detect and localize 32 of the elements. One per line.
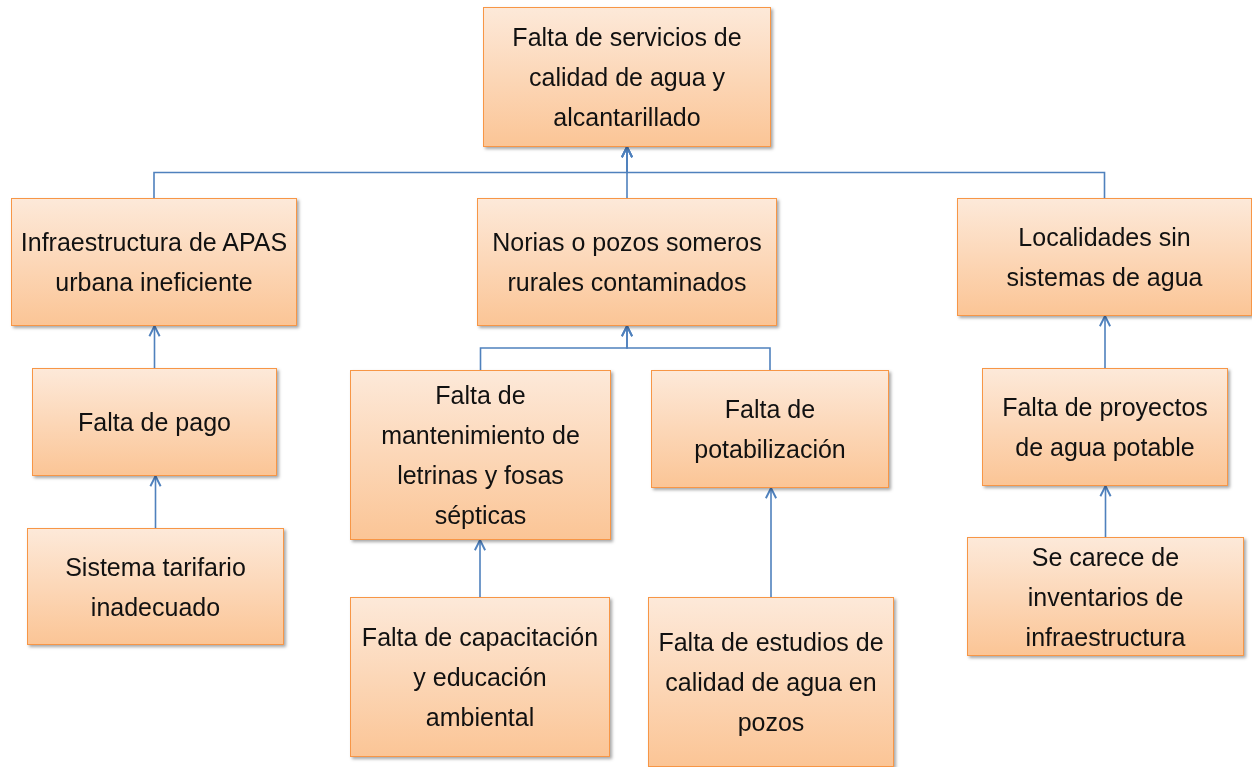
box-text: Se carece de inventarios de infraestructura	[1024, 541, 1187, 653]
arrow	[764, 487, 778, 598]
box-text: Falta de servicios de calidad de agua y alcantarillado	[511, 22, 743, 133]
box-text: Sistema tarifario inadecuado	[64, 551, 247, 623]
cause-box	[27, 528, 284, 645]
cause-box	[11, 198, 297, 326]
box-text: Falta de potabilización	[693, 394, 847, 465]
box-text: Infraestructura de APAS urbana ineficiente	[20, 227, 288, 298]
cause-box	[982, 368, 1228, 486]
cause-box	[477, 198, 777, 326]
box-text: Norias o pozos someros rurales contaminados	[491, 227, 763, 298]
box-text: Falta de mantenimiento de letrinas y fosas sépticas	[380, 380, 581, 531]
box-text: Falta de capacitación y educación ambiental	[360, 622, 600, 733]
cause-box	[648, 597, 894, 767]
arrow	[149, 475, 162, 529]
arrow	[1099, 485, 1112, 538]
cause-box	[967, 537, 1244, 656]
arrow	[148, 325, 161, 369]
arrow	[473, 539, 487, 598]
cause-box	[350, 370, 611, 540]
arrow	[620, 325, 771, 371]
box-text: Localidades sin sistemas de agua	[1005, 222, 1204, 293]
cause-box	[32, 368, 277, 476]
arrow	[1098, 315, 1112, 369]
cause-box	[483, 7, 771, 147]
arrow	[620, 146, 1106, 199]
cause-box	[350, 597, 610, 757]
box-text: Falta de pago	[78, 407, 231, 438]
cause-box	[651, 370, 889, 488]
cause-box	[957, 198, 1252, 316]
box-text: Falta de estudios de calidad de agua en pozos	[657, 627, 885, 738]
box-text: Falta de proyectos de agua potable	[1001, 392, 1209, 463]
